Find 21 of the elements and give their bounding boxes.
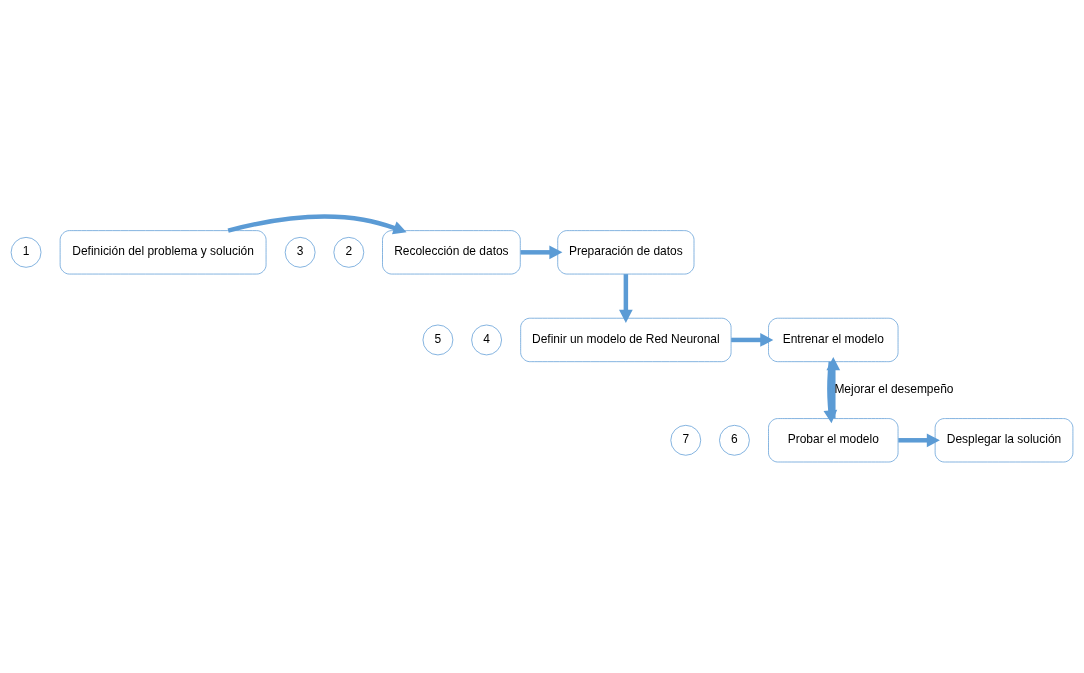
node-circle: 3 bbox=[284, 237, 316, 268]
arrow bbox=[826, 357, 841, 419]
node-circle: 6 bbox=[719, 424, 750, 456]
node-box: Entrenar el modelo bbox=[768, 317, 899, 363]
arrow bbox=[898, 433, 940, 448]
node-box: Definición del problema y solución bbox=[59, 230, 267, 275]
node-box: Preparación de datos bbox=[557, 230, 695, 275]
node-circle: 2 bbox=[333, 237, 365, 268]
node-box: Definir un modelo de Red Neuronal bbox=[520, 317, 732, 363]
node-circle: 4 bbox=[471, 324, 502, 356]
arrow bbox=[731, 333, 774, 347]
arrow bbox=[227, 214, 407, 235]
node-circle: 7 bbox=[670, 424, 702, 456]
node-circle: 1 bbox=[10, 237, 42, 268]
node-box: Recolección de datos bbox=[382, 230, 521, 275]
node-box: Probar el modelo bbox=[768, 418, 899, 463]
node-circle: 5 bbox=[422, 324, 454, 356]
edge-label: Mejorar el desempeño bbox=[834, 381, 954, 396]
node-box: Desplegar la solución bbox=[934, 418, 1074, 463]
arrow bbox=[520, 245, 563, 260]
arrow bbox=[619, 274, 633, 323]
